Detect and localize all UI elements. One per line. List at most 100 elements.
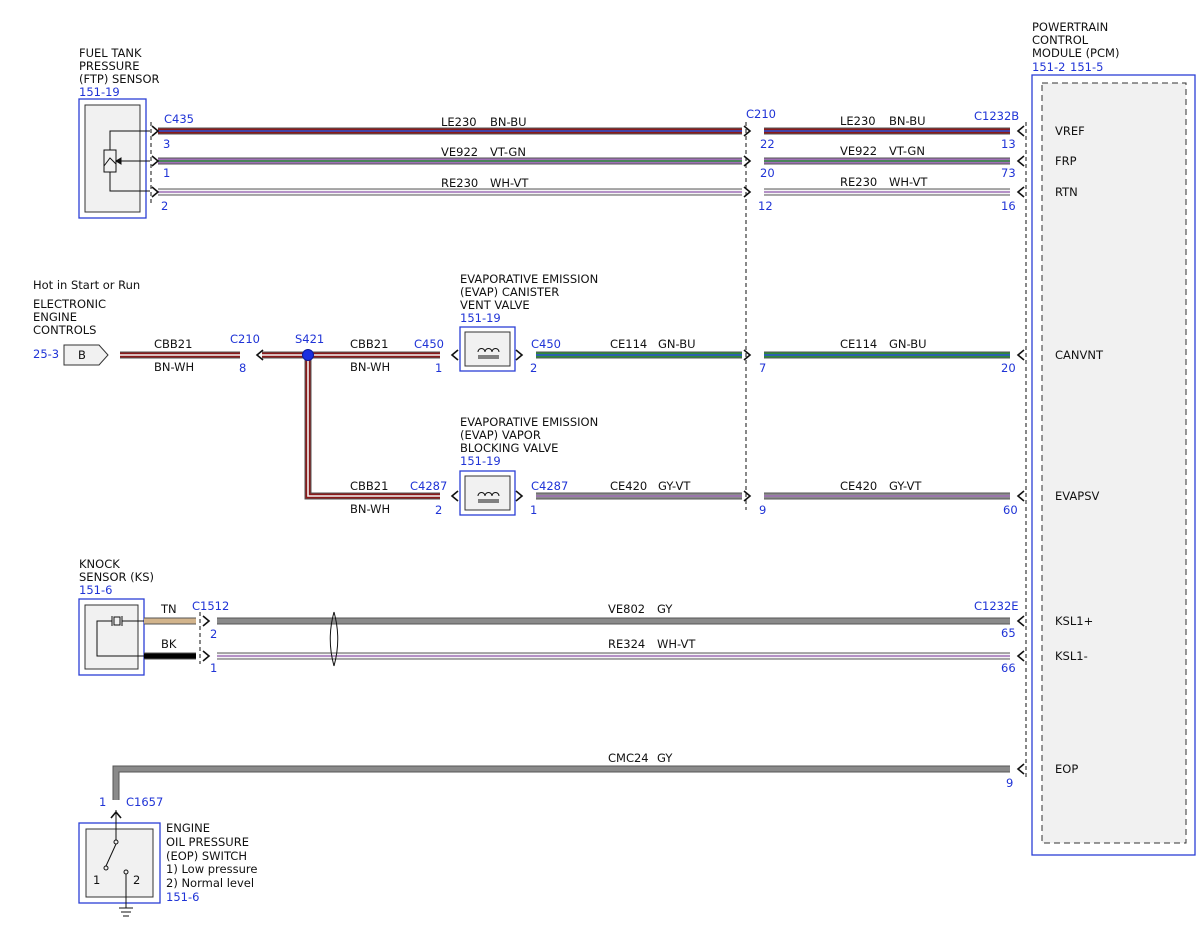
wire-cbb21-c-circuit: CBB21 bbox=[350, 479, 388, 493]
pcm-ref-2-link[interactable]: 151-5 bbox=[1070, 60, 1103, 74]
vent-title-2: (EVAP) CANISTER bbox=[460, 285, 559, 299]
wire-ve922-a-color: VT-GN bbox=[490, 145, 526, 159]
wire-ks-bk-color: BK bbox=[161, 637, 177, 651]
splice-s421-node[interactable] bbox=[302, 349, 314, 361]
wire-layer bbox=[112, 127, 1010, 800]
connector-c435[interactable]: C435 bbox=[164, 112, 194, 126]
pcm-signal-canvnt: CANVNT bbox=[1055, 348, 1104, 362]
connector-c450-out[interactable]: C450 bbox=[531, 337, 561, 351]
ftp-sensor[interactable] bbox=[78, 98, 150, 219]
eop-title-3: (EOP) SWITCH bbox=[166, 849, 247, 863]
piezo-element-icon bbox=[96, 616, 144, 657]
vent-valve[interactable] bbox=[459, 326, 516, 372]
wire-cbb21-a-color: BN-WH bbox=[154, 360, 194, 374]
power-title-3: CONTROLS bbox=[33, 323, 96, 337]
eop-ref-link[interactable]: 151-6 bbox=[166, 890, 199, 904]
eop-pin-2-label: 2 bbox=[133, 873, 140, 887]
connector-c450-in[interactable]: C450 bbox=[414, 337, 444, 351]
eop-title-1: ENGINE bbox=[166, 821, 210, 835]
pin-pcm-60: 60 bbox=[1003, 503, 1018, 517]
wire-re230-b-color: WH-VT bbox=[889, 175, 928, 189]
splice-s421[interactable]: S421 bbox=[295, 332, 324, 346]
pin-pcm-65: 65 bbox=[1001, 626, 1016, 640]
pin-c450-2: 2 bbox=[530, 361, 537, 375]
eop-pin-1-label: 1 bbox=[93, 873, 100, 887]
connector-c1512[interactable]: C1512 bbox=[192, 599, 229, 613]
pcm-title-3: MODULE (PCM) bbox=[1032, 46, 1119, 60]
wire-ve802-color: GY bbox=[657, 602, 673, 616]
wire-re230-a-color: WH-VT bbox=[490, 176, 529, 190]
wire-le230-a-color: BN-BU bbox=[490, 115, 527, 129]
ftp-sensor-icon bbox=[103, 130, 150, 192]
pin-pcm-20: 20 bbox=[1001, 361, 1016, 375]
block-title-1: EVAPORATIVE EMISSION bbox=[460, 415, 598, 429]
vent-ref-link[interactable]: 151-19 bbox=[460, 311, 501, 325]
ftp-title-2: PRESSURE bbox=[79, 59, 139, 73]
ks-title-1: KNOCK bbox=[79, 557, 120, 571]
wire-ce420-b-color: GY-VT bbox=[889, 479, 922, 493]
wire-cbb21-c-color: BN-WH bbox=[350, 502, 390, 516]
connector-c4287-out[interactable]: C4287 bbox=[531, 479, 568, 493]
connector-c210[interactable]: C210 bbox=[746, 107, 776, 121]
pin-c210-12: 12 bbox=[758, 199, 773, 213]
connector-dash-lines bbox=[150, 122, 1027, 780]
power-hot-label: Hot in Start or Run bbox=[33, 278, 140, 292]
power-title-2: ENGINE bbox=[33, 310, 77, 324]
pin-pcm-66: 66 bbox=[1001, 661, 1016, 675]
eop-switch[interactable]: 1 2 bbox=[78, 810, 161, 917]
ks-title-2: SENSOR (KS) bbox=[79, 570, 154, 584]
pressure-switch-icon bbox=[103, 810, 133, 917]
wire-ce420-a-color: GY-VT bbox=[658, 479, 691, 493]
pin-c1657-1: 1 bbox=[99, 795, 106, 809]
pin-c1512-1: 1 bbox=[210, 661, 217, 675]
wire-cmc24-color: GY bbox=[657, 751, 673, 765]
eop-mode-1: 1) Low pressure bbox=[166, 862, 257, 876]
wire-re324-color: WH-VT bbox=[657, 637, 696, 651]
ftp-title-3: (FTP) SENSOR bbox=[79, 72, 160, 86]
power-title-1: ELECTRONIC bbox=[33, 297, 106, 311]
pin-c210-8: 8 bbox=[239, 361, 246, 375]
connector-c1232e[interactable]: C1232E bbox=[974, 599, 1019, 613]
wire-ce114-b-circuit: CE114 bbox=[840, 337, 877, 351]
pcm-signal-frp: FRP bbox=[1055, 154, 1077, 168]
pin-ftp-3: 3 bbox=[163, 137, 170, 151]
vent-title-3: VENT VALVE bbox=[460, 298, 530, 312]
connector-c1657[interactable]: C1657 bbox=[126, 795, 163, 809]
pin-c210-7: 7 bbox=[759, 361, 766, 375]
wire-ve922-b-color: VT-GN bbox=[889, 144, 925, 158]
pin-ftp-1: 1 bbox=[163, 166, 170, 180]
wire-cmc24[interactable] bbox=[112, 765, 1010, 800]
wire-ve922-a-circuit: VE922 bbox=[441, 145, 478, 159]
pcm-title-1: POWERTRAIN bbox=[1032, 20, 1108, 34]
wire-re230-a-circuit: RE230 bbox=[441, 176, 478, 190]
pcm-ref-1-link[interactable]: 151-2 bbox=[1032, 60, 1065, 74]
pin-c4287-2: 2 bbox=[435, 503, 442, 517]
pin-pcm-73: 73 bbox=[1001, 166, 1016, 180]
pin-pcm-9: 9 bbox=[1006, 776, 1013, 790]
pin-pcm-13: 13 bbox=[1001, 137, 1016, 151]
wire-cbb21-c[interactable] bbox=[304, 355, 440, 500]
pcm-signal-eop: EOP bbox=[1055, 762, 1078, 776]
wire-le230-b-color: BN-BU bbox=[889, 114, 926, 128]
connector-c210-cbb21[interactable]: C210 bbox=[230, 332, 260, 346]
wire-ce114-a-circuit: CE114 bbox=[610, 337, 647, 351]
block-ref-link[interactable]: 151-19 bbox=[460, 454, 501, 468]
blocking-valve[interactable] bbox=[459, 470, 516, 516]
pin-c210-22: 22 bbox=[760, 137, 775, 151]
pin-c210-9: 9 bbox=[759, 503, 766, 517]
connector-c4287-in[interactable]: C4287 bbox=[410, 479, 447, 493]
pin-c4287-1: 1 bbox=[530, 503, 537, 517]
ftp-ref-link[interactable]: 151-19 bbox=[79, 85, 120, 99]
pcm-signal-ksl1m: KSL1- bbox=[1055, 649, 1088, 663]
knock-sensor[interactable] bbox=[78, 598, 145, 676]
connector-arrows bbox=[110, 125, 1025, 819]
vent-title-1: EVAPORATIVE EMISSION bbox=[460, 272, 598, 286]
eop-title-2: OIL PRESSURE bbox=[166, 835, 249, 849]
ks-ref-link[interactable]: 151-6 bbox=[79, 583, 112, 597]
twisted-pair-icon bbox=[329, 611, 339, 667]
connector-c1232b[interactable]: C1232B bbox=[974, 109, 1019, 123]
pcm-module[interactable] bbox=[1031, 74, 1196, 856]
wire-cbb21-b-circuit: CBB21 bbox=[350, 337, 388, 351]
power-ref-link[interactable]: 25-3 bbox=[33, 347, 59, 361]
